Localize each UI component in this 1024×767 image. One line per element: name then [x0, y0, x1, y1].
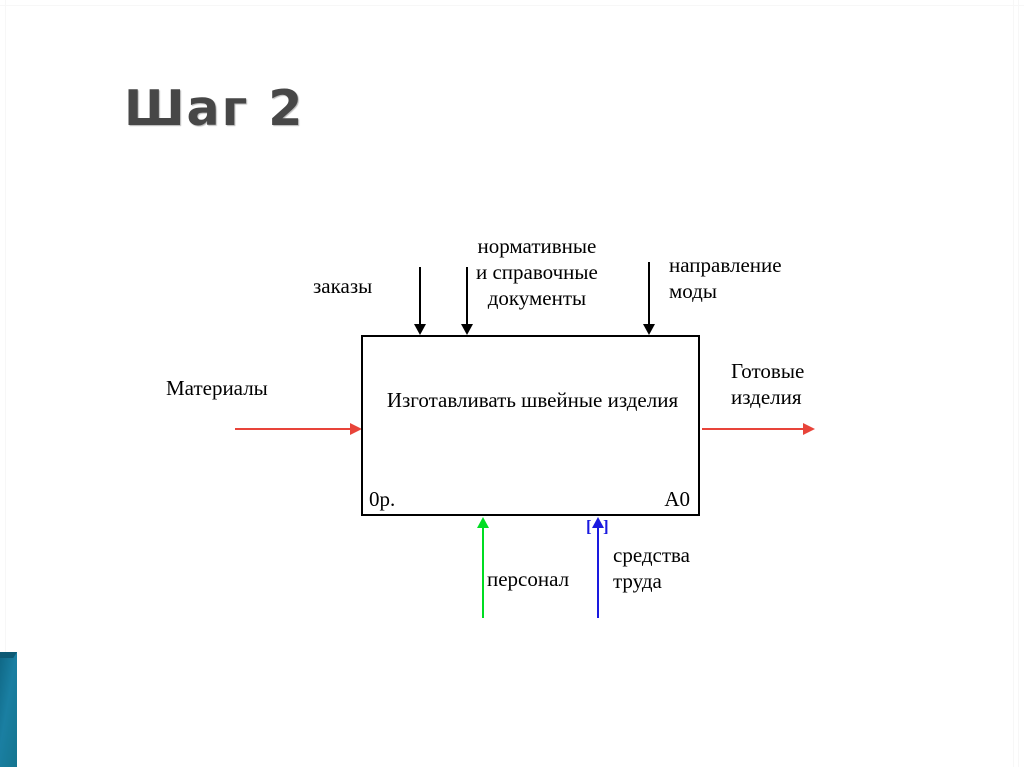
control-label-orders: заказы	[313, 274, 373, 298]
slide-frame-line	[5, 0, 6, 767]
tunnel-bracket-right-icon: ]	[603, 517, 609, 536]
slide-frame-line	[1018, 0, 1019, 767]
output-label-finished-products: Готовые изделия	[731, 359, 805, 409]
control-arrow-normative-documents-head	[461, 324, 473, 335]
tunnel-bracket-left-icon: [	[586, 517, 592, 536]
control-label-normative-documents: нормативные и справочные документы	[476, 234, 598, 310]
control-label-fashion-direction: направление моды	[669, 253, 782, 303]
control-arrow-fashion-direction-line	[648, 262, 650, 327]
control-arrow-orders-line	[419, 267, 421, 327]
mechanism-arrow-personnel-head	[477, 517, 489, 528]
control-arrow-fashion-direction-head	[643, 324, 655, 335]
slide-frame-line	[0, 5, 1024, 6]
mechanism-label-labor-means: средства труда	[613, 543, 691, 593]
input-label-materials: Материалы	[166, 376, 268, 400]
input-arrow-materials-head	[350, 423, 362, 435]
output-arrow-finished-products-line	[702, 428, 808, 430]
mechanism-arrow-labor-means-head	[592, 517, 604, 528]
mechanism-arrow-labor-means-line	[597, 528, 599, 618]
mechanism-arrow-personnel-line	[482, 528, 484, 618]
page-title: Шаг 2	[124, 80, 305, 137]
control-arrow-orders-head	[414, 324, 426, 335]
output-arrow-finished-products-head	[803, 423, 815, 435]
activity-box-node-code: A0	[664, 487, 690, 511]
input-arrow-materials-line	[235, 428, 355, 430]
mechanism-label-personnel: персонал	[487, 567, 570, 591]
activity-box-label: Изготавливать швейные изделия	[386, 388, 679, 412]
slide-frame-line	[1013, 0, 1014, 767]
accent-bar-decoration	[0, 652, 17, 767]
activity-box[interactable]: Изготавливать швейные изделия 0р. A0	[361, 335, 700, 516]
control-arrow-normative-documents-line	[466, 267, 468, 327]
activity-box-cost-label: 0р.	[369, 487, 396, 511]
